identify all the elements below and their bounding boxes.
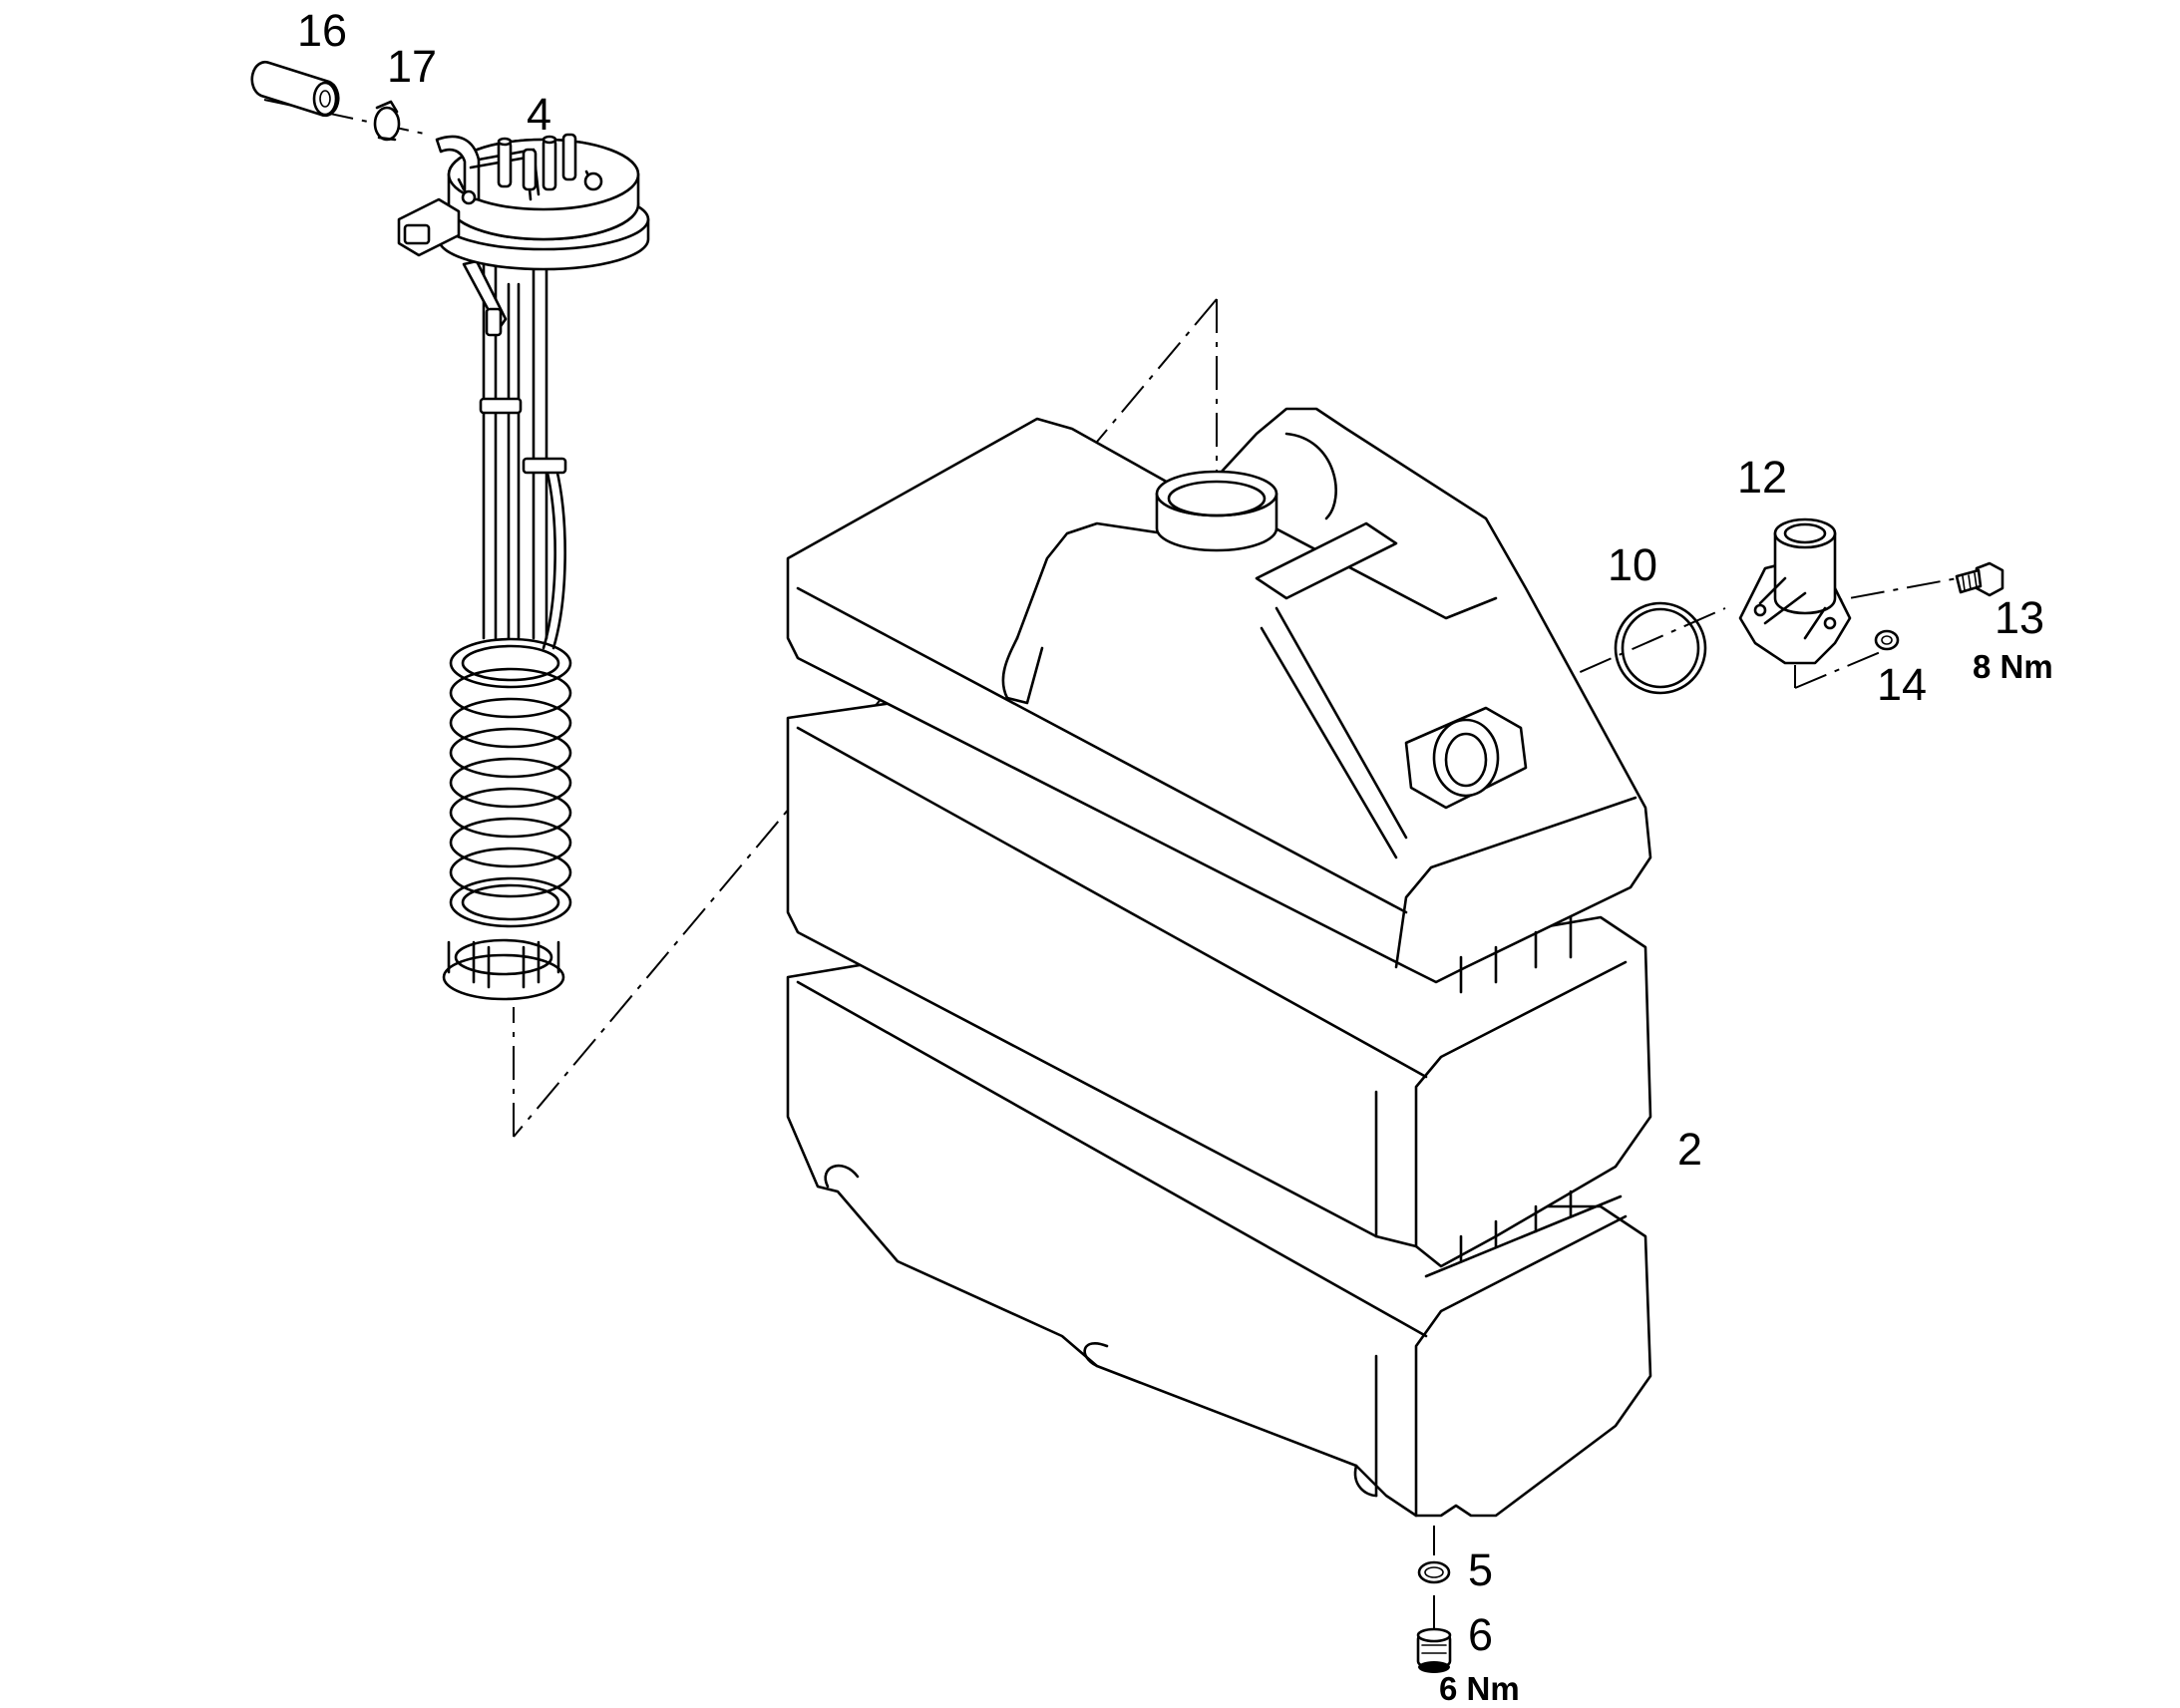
part-13-screw [1955, 561, 2004, 597]
callout-5: 5 [1468, 1544, 1493, 1595]
callout-12: 12 [1737, 452, 1787, 503]
part-12-elbow-fitting [1738, 517, 1852, 665]
part-17-clamp [373, 100, 401, 142]
callout-6: 6 [1468, 1609, 1493, 1660]
part-2-tank [786, 407, 1652, 1518]
callout-17: 17 [387, 41, 437, 92]
part-16-hose [250, 60, 340, 118]
callout-16: 16 [297, 5, 347, 56]
callout-2: 2 [1677, 1124, 1702, 1175]
callouts: 16 17 4 12 10 13 8 Nm 14 2 5 6 6 Nm [297, 5, 2053, 1707]
torque-13: 8 Nm [1973, 648, 2053, 685]
callout-14: 14 [1877, 659, 1927, 710]
part-4-sender-unit [397, 133, 650, 1001]
part-10-o-ring [1614, 601, 1707, 695]
part-6-drain-plug [1416, 1627, 1452, 1673]
callout-10: 10 [1608, 539, 1657, 590]
heater-coil [449, 637, 572, 928]
callout-13: 13 [1995, 592, 2044, 643]
part-14-washer [1874, 629, 1900, 651]
callout-4: 4 [527, 89, 551, 140]
torque-6: 6 Nm [1439, 1670, 1520, 1707]
part-5-seal-ring [1417, 1560, 1451, 1584]
